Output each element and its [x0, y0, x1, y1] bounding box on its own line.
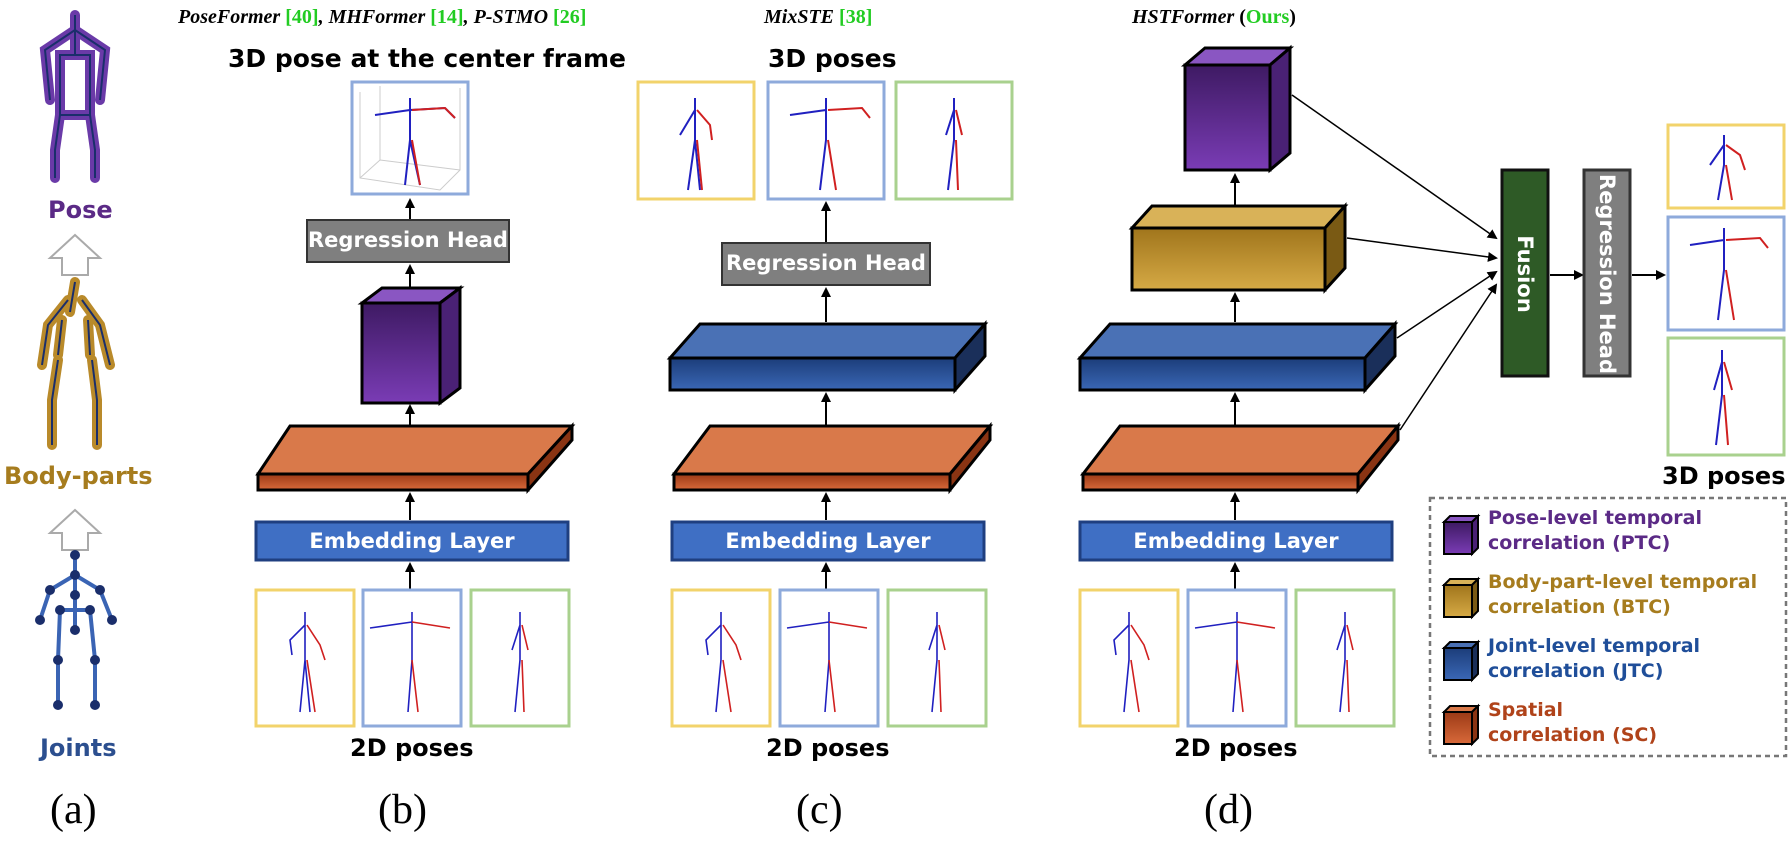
panel-c-input-label: 2D poses — [766, 734, 890, 762]
panel-c-output-label: 3D poses — [768, 44, 897, 73]
panel-letter-a: (a) — [50, 787, 97, 833]
legend — [1428, 496, 1788, 758]
fusion-label: Fusion — [1513, 235, 1537, 313]
joints-label: Joints — [40, 734, 117, 762]
fusion-input-arrows — [1291, 94, 1498, 431]
legend-jtc-text: Joint-level temporal correlation (JTC) — [1488, 634, 1700, 684]
panel-c — [636, 80, 1014, 728]
embedding-layer-b — [254, 520, 570, 562]
sc-slab-c — [671, 421, 994, 495]
ptc-cube-d — [1180, 44, 1295, 174]
regression-head-c-label: Regression Head — [726, 251, 926, 275]
method-name: P-STMO — [473, 6, 549, 28]
panel-letter-c: (c) — [796, 787, 843, 833]
sc-slab-b — [255, 422, 576, 494]
method-name: HSTFormer — [1132, 6, 1235, 28]
method-name: MixSTE — [764, 6, 835, 28]
3d-pose-skeletons-c — [679, 98, 963, 191]
legend-btc-line2: correlation (BTC) — [1488, 596, 1671, 618]
joint-dots — [35, 550, 117, 710]
regression-head-b-label: Regression Head — [308, 228, 508, 252]
pose-label: Pose — [48, 196, 113, 224]
up-arrow-icon-2 — [47, 508, 103, 551]
embedding-layer-d-text: Embedding Layer — [1133, 529, 1339, 553]
method-name: MHFormer — [328, 6, 426, 28]
pose-skeleton-lines — [43, 15, 107, 178]
panel-b-methods: PoseFormer [40], MHFormer [14], P-STMO [… — [178, 6, 587, 28]
panel-c-method: MixSTE [38] — [764, 6, 873, 28]
panel-d-output-label: 3D poses — [1662, 462, 1786, 490]
panel-letter-d: (d) — [1204, 787, 1253, 833]
legend-sc-line2: correlation (SC) — [1488, 724, 1658, 746]
2d-pose-skeletons-c — [705, 612, 946, 713]
legend-box — [1428, 496, 1788, 758]
method-ref: 14 — [436, 6, 457, 28]
output-frame-d-3 — [1666, 336, 1786, 457]
legend-btc-line1: Body-part-level temporal — [1488, 571, 1758, 593]
embedding-layer-c-label: Embedding Layer — [725, 529, 931, 553]
regression-head-d-label: Regression Head — [1595, 174, 1619, 374]
panel-b-input-label: 2D poses — [350, 734, 474, 762]
sc-slab-d — [1079, 421, 1402, 495]
method-ref: 38 — [845, 6, 866, 28]
panel-letter-b: (b) — [378, 787, 427, 833]
2d-pose-skeletons-d — [1113, 612, 1354, 713]
3d-grid-icon — [359, 86, 461, 191]
regression-head-b — [306, 219, 510, 263]
legend-jtc-line1: Joint-level temporal — [1488, 635, 1701, 657]
bodyparts-skeleton-lines — [41, 281, 111, 445]
2d-pose-skeletons-b — [289, 612, 529, 713]
panel-d — [1076, 44, 1786, 728]
legend-jtc-icon — [1441, 639, 1481, 683]
panel-d-method: HSTFormer (Ours) — [1132, 6, 1296, 28]
jtc-slab-c — [666, 320, 989, 394]
panel-b-output-label: 3D pose at the center frame — [228, 44, 626, 73]
regression-head-c — [721, 242, 931, 286]
fusion-block — [1500, 168, 1550, 378]
panel-d-input-label: 2D poses — [1174, 734, 1298, 762]
method-ref: 26 — [559, 6, 580, 28]
embedding-layer-c — [670, 520, 986, 562]
legend-ptc-icon — [1441, 513, 1481, 557]
regression-head-d — [1582, 168, 1632, 378]
3d-pose-skeleton-icon — [374, 98, 456, 186]
jtc-slab-d — [1076, 320, 1399, 394]
legend-sc-text: Spatial correlation (SC) — [1488, 698, 1657, 748]
method-ref: 40 — [291, 6, 312, 28]
panel-b — [254, 80, 576, 728]
3d-pose-right-limbs — [411, 106, 456, 186]
legend-sc-icon — [1441, 703, 1481, 747]
legend-jtc-line2: correlation (JTC) — [1488, 660, 1664, 682]
method-name: PoseFormer — [178, 6, 281, 28]
legend-sc-line1: Spatial — [1488, 699, 1564, 721]
legend-ptc-line2: correlation (PTC) — [1488, 532, 1671, 554]
legend-btc-text: Body-part-level temporal correlation (BT… — [1488, 570, 1757, 620]
btc-block-d — [1128, 202, 1349, 294]
3d-pose-skeletons-d — [1689, 135, 1769, 446]
up-arrow-icon — [47, 233, 103, 276]
embedding-layer-d — [1078, 520, 1394, 562]
panel-a-hierarchy — [35, 10, 117, 710]
legend-ptc-line1: Pose-level temporal — [1488, 507, 1702, 529]
bodyparts-label: Body-parts — [4, 462, 153, 490]
legend-ptc-text: Pose-level temporal correlation (PTC) — [1488, 506, 1702, 556]
ours-label: Ours — [1245, 6, 1290, 28]
ptc-cube-b — [357, 285, 465, 406]
legend-btc-icon — [1441, 576, 1481, 620]
embedding-layer-b-label: Embedding Layer — [309, 529, 515, 553]
